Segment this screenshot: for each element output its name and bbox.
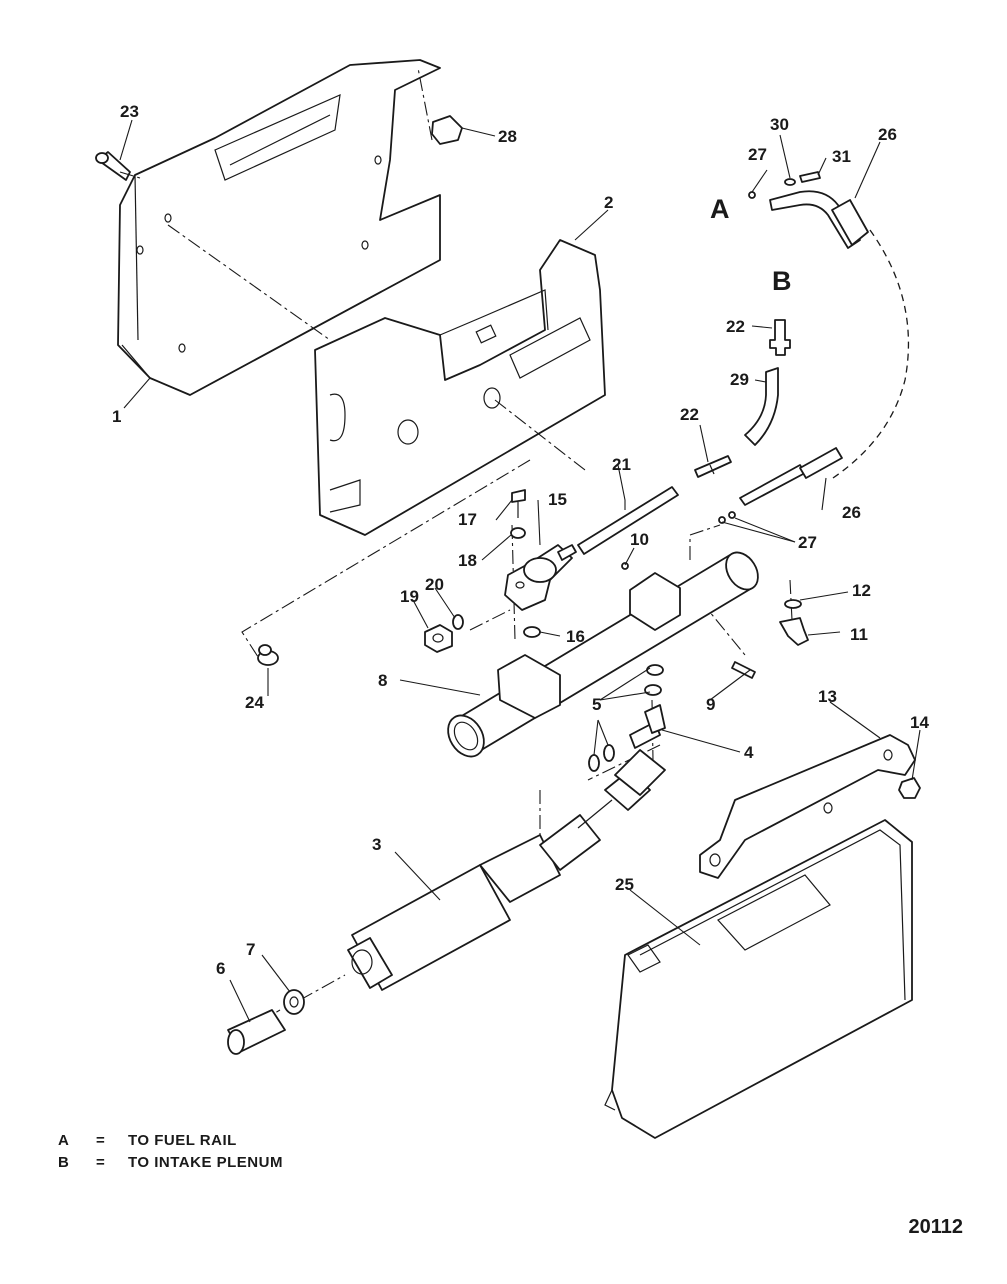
callout-21: 21 — [612, 455, 631, 474]
legend-equals-a: = — [96, 1132, 106, 1149]
part-30-oring — [784, 178, 796, 186]
assembly-line-2 — [417, 67, 433, 141]
part-5-oring-d — [603, 744, 615, 762]
callout-17: 17 — [458, 510, 477, 529]
legend-text-a: TO FUEL RAIL — [128, 1132, 237, 1149]
legend-row-b: B = TO INTAKE PLENUM — [58, 1154, 283, 1171]
callout-27-lower: 27 — [798, 533, 817, 552]
part-6-fitting — [227, 1009, 286, 1055]
part-21-rod — [577, 486, 679, 555]
callout-1: 1 — [112, 407, 121, 426]
figure-number: 20112 — [908, 1216, 963, 1238]
part-26-upper-line — [769, 190, 869, 249]
callout-19: 19 — [400, 587, 419, 606]
part-27-upper-oring — [748, 191, 756, 199]
part-5-oring-a — [646, 664, 664, 676]
part-26-lower-line — [739, 447, 843, 506]
part-5-oring-b — [644, 684, 662, 696]
part-11-elbow — [779, 617, 809, 646]
assembly-line-4 — [494, 399, 586, 471]
callout-labels: 23 28 2 1 27 30 31 26 22 29 22 21 15 26 … — [112, 102, 929, 978]
legend-letter-a: A — [58, 1132, 70, 1149]
callout-2: 2 — [604, 193, 613, 212]
assembly-line-3 — [119, 171, 141, 179]
legend-equals-b: = — [96, 1154, 106, 1171]
part-7-washer — [283, 989, 305, 1015]
callout-14: 14 — [910, 713, 929, 732]
callout-4: 4 — [744, 743, 754, 762]
part-1-bracket — [117, 59, 441, 396]
section-letter-a: A — [710, 194, 730, 224]
section-letter-b: B — [772, 266, 792, 296]
callout-31: 31 — [832, 147, 851, 166]
part-3-fuel-pump — [347, 749, 666, 991]
callout-22-lower: 22 — [680, 405, 699, 424]
callout-24: 24 — [245, 693, 264, 712]
callout-3: 3 — [372, 835, 381, 854]
callout-27-top: 27 — [748, 145, 767, 164]
callout-18: 18 — [458, 551, 477, 570]
assembly-line-1 — [167, 224, 331, 341]
callout-16: 16 — [566, 627, 585, 646]
callout-22-top: 22 — [726, 317, 745, 336]
part-24-fitting — [257, 644, 279, 666]
callout-9: 9 — [706, 695, 715, 714]
callout-6: 6 — [216, 959, 225, 978]
callout-5: 5 — [592, 695, 601, 714]
part-28-nut — [431, 115, 463, 145]
callout-28: 28 — [498, 127, 517, 146]
assembly-line-14 — [587, 744, 661, 781]
callout-15: 15 — [548, 490, 567, 509]
legend-text-b: TO INTAKE PLENUM — [128, 1154, 283, 1171]
callout-23: 23 — [120, 102, 139, 121]
part-17-screw — [511, 489, 526, 518]
part-13-bracket — [699, 734, 916, 879]
callout-8: 8 — [378, 671, 387, 690]
part-18-washer — [510, 527, 526, 539]
part-15-regulator — [504, 544, 577, 611]
part-23-screw — [95, 151, 131, 181]
part-8-fuel-rail — [447, 551, 759, 758]
callout-26-lower: 26 — [842, 503, 861, 522]
part-10-nut — [621, 562, 629, 570]
legend-letter-b: B — [58, 1154, 70, 1171]
hose-path — [829, 229, 910, 481]
assembly-line-7 — [469, 609, 511, 631]
callout-20: 20 — [425, 575, 444, 594]
part-31-screw — [799, 171, 821, 183]
callout-10: 10 — [630, 530, 649, 549]
assembly-line-13 — [299, 974, 346, 1001]
leader-lines — [119, 119, 921, 1023]
part-4-fitting — [629, 704, 666, 749]
assembly-line-8 — [689, 524, 721, 560]
callout-25: 25 — [615, 875, 634, 894]
part-20-oring — [452, 614, 464, 630]
callout-29: 29 — [730, 370, 749, 389]
assembly-line-5 — [241, 459, 531, 661]
legend-row-a: A = TO FUEL RAIL — [58, 1132, 237, 1149]
callout-30: 30 — [770, 115, 789, 134]
part-19-nut — [424, 624, 453, 653]
part-5-oring-c — [588, 754, 600, 772]
part-29-hose — [744, 367, 779, 446]
part-2-housing — [314, 239, 606, 536]
part-12-oring — [784, 599, 802, 609]
callout-7: 7 — [246, 940, 255, 959]
part-25-cover — [604, 819, 913, 1139]
part-27-lower-orings — [718, 516, 726, 524]
part-16-washer — [523, 626, 541, 638]
callout-11: 11 — [850, 625, 868, 644]
callout-13: 13 — [818, 687, 837, 706]
part-22-upper-tee — [769, 319, 791, 356]
callout-12: 12 — [852, 581, 871, 600]
callout-26-top: 26 — [878, 125, 897, 144]
part-22-lower-tee — [694, 455, 732, 478]
part-14-nut — [898, 777, 921, 799]
part-9-fitting — [731, 661, 756, 679]
part-27-lower-oring-2 — [728, 511, 736, 519]
